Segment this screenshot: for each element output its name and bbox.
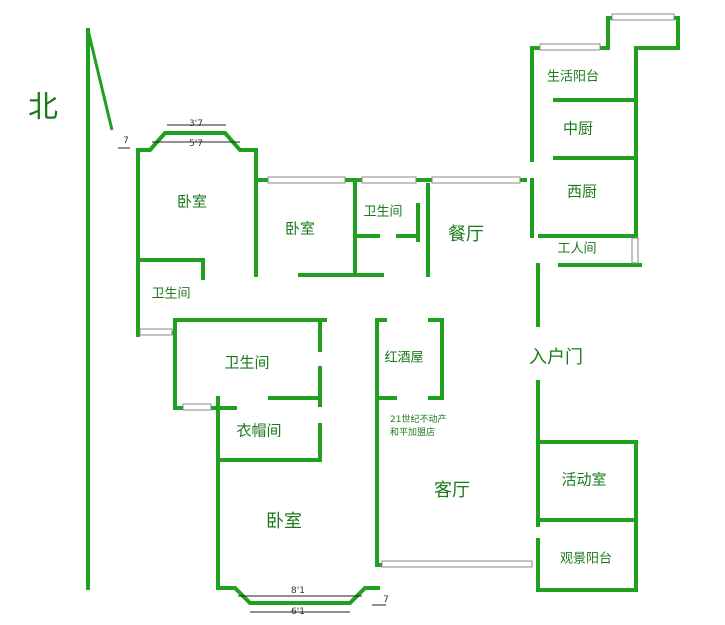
room-maid: 工人间: [557, 241, 597, 257]
walls-living: [375, 318, 533, 568]
dimension-marks: [118, 147, 386, 606]
north-arrow: [86, 28, 114, 590]
compass-north-label: 北: [28, 90, 58, 125]
room-bath-top: 卫生间: [363, 204, 403, 220]
room-bedroom-south: 卧室: [266, 511, 302, 532]
room-dining: 餐厅: [448, 224, 484, 245]
room-utility-balcony: 生活阳台: [546, 69, 600, 85]
room-bath-west: 卫生间: [151, 286, 191, 302]
dim-bottom-outer: 8'1: [291, 586, 305, 596]
room-cloak: 衣帽间: [236, 421, 282, 440]
dim-side-bottom: 7: [383, 595, 389, 605]
room-bedroom-nw: 卧室: [176, 192, 208, 211]
room-wine: 红酒屋: [384, 350, 424, 366]
agency-line-1: 21世纪不动产: [390, 415, 447, 425]
walls-south-wing: [173, 318, 380, 613]
dim-bottom-inner: 6'1: [291, 607, 305, 617]
room-living: 客厅: [434, 480, 470, 501]
agency-watermark: 21世纪不动产 和平加盟店: [390, 414, 446, 440]
room-view-balcony: 观景阳台: [559, 551, 613, 567]
dim-top-outer: 5'7: [189, 139, 203, 149]
room-chinese-kitchen: 中厨: [562, 119, 594, 138]
room-western-kitchen: 西厨: [566, 182, 598, 201]
room-activity: 活动室: [561, 470, 607, 489]
dim-side-top: 7: [123, 136, 129, 146]
room-bedroom-mid: 卧室: [284, 219, 316, 238]
walls-bath-top: [353, 183, 430, 277]
walls-bedroom-mid: [254, 176, 527, 277]
walls-east-wing: [530, 13, 680, 592]
entrance-door-label: 入户门: [529, 347, 583, 368]
walls-bedroom-nw: [136, 124, 258, 337]
room-bath-center: 卫生间: [224, 353, 270, 372]
dim-top-inner: 3'7: [189, 119, 203, 129]
agency-line-2: 和平加盟店: [390, 428, 436, 438]
